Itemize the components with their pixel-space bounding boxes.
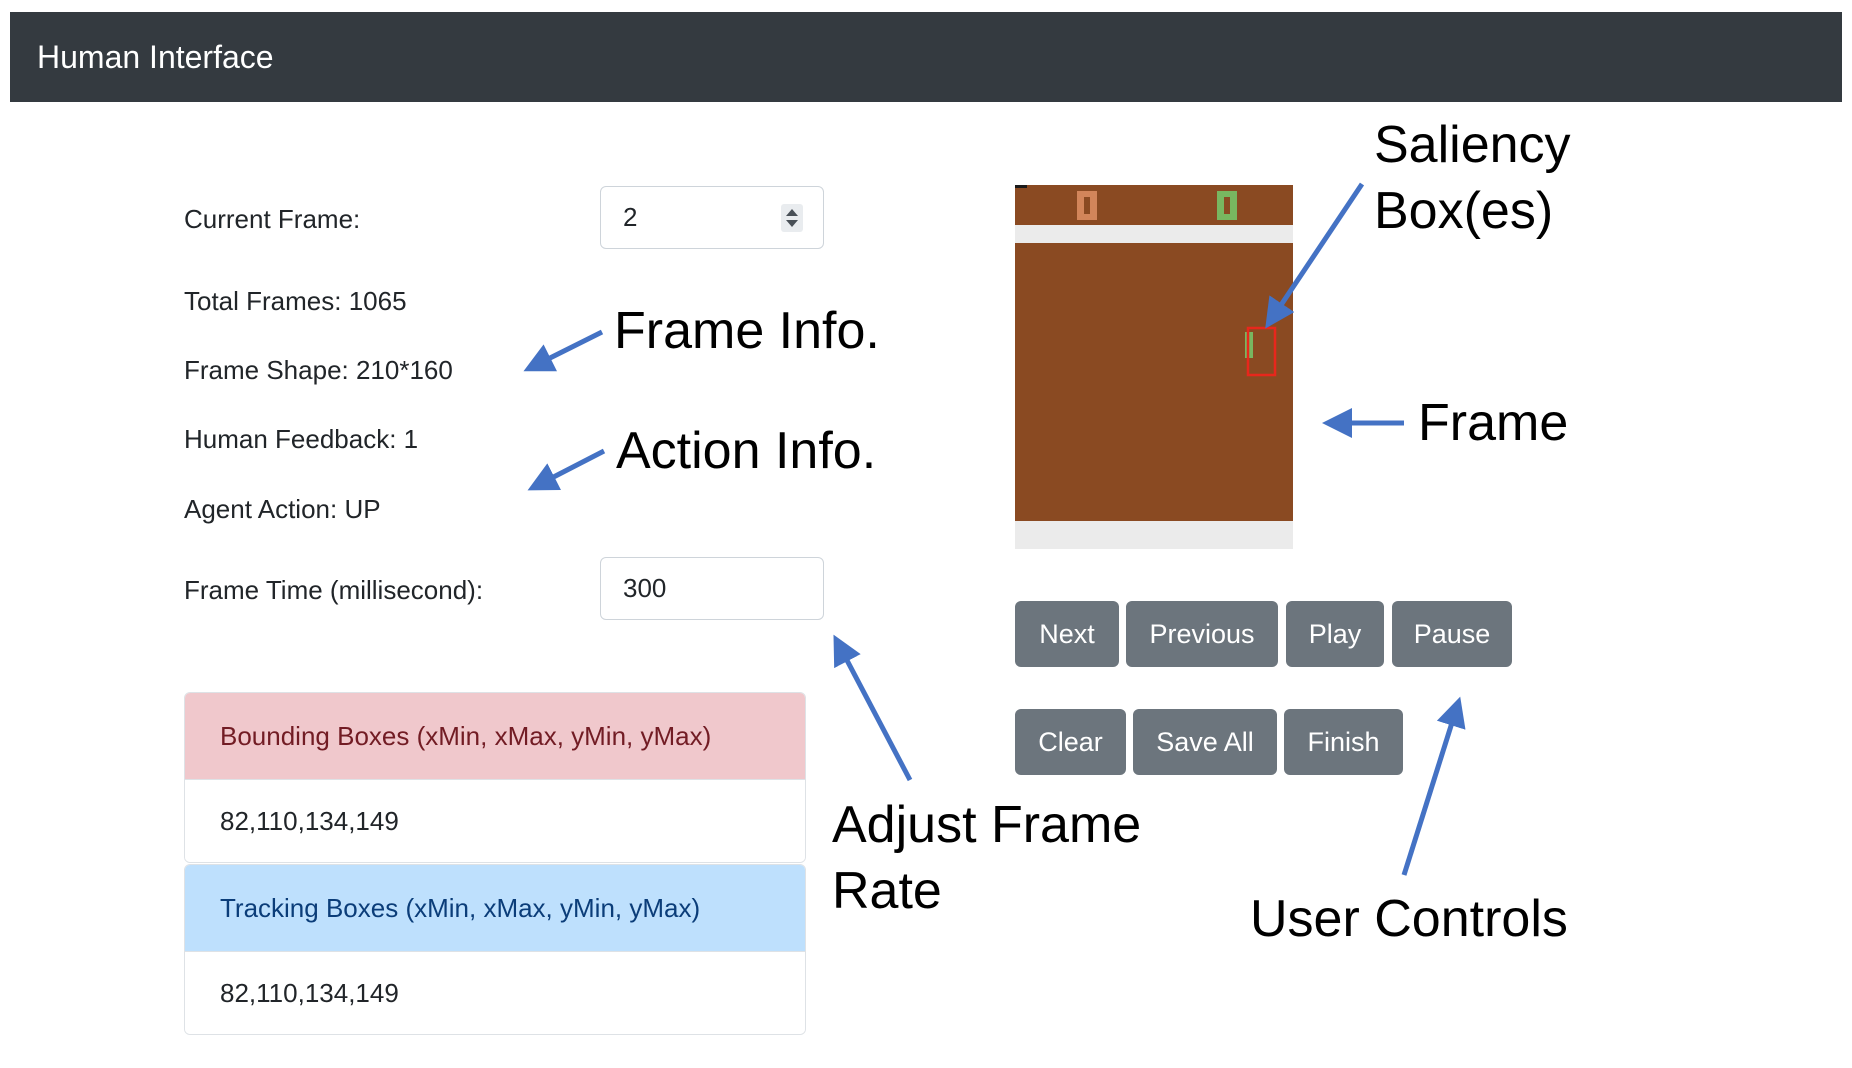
saliency-box bbox=[1246, 326, 1277, 377]
frame-annotation: Frame bbox=[1418, 394, 1569, 452]
save-all-button[interactable]: Save All bbox=[1133, 709, 1277, 775]
frame-info-arrow bbox=[523, 329, 604, 372]
finish-button[interactable]: Finish bbox=[1284, 709, 1403, 775]
agent-action-text: Agent Action: UP bbox=[184, 494, 381, 524]
adjust-frame-rate-arrow bbox=[833, 634, 913, 782]
game-frame bbox=[1015, 185, 1293, 549]
current-frame-label: Current Frame: bbox=[184, 204, 361, 234]
action-info-arrow bbox=[527, 448, 606, 491]
bounding-boxes-value: 82,110,134,149 bbox=[185, 780, 805, 862]
bounding-boxes-card: Bounding Boxes (xMin, xMax, yMin, yMax) … bbox=[184, 692, 806, 863]
adjust-frame-rate-annotation-line1: Adjust Frame bbox=[832, 796, 1142, 854]
current-frame-value: 2 bbox=[623, 202, 638, 232]
clear-button[interactable]: Clear bbox=[1015, 709, 1126, 775]
frame-info-annotation: Frame Info. bbox=[614, 302, 880, 360]
adjust-frame-rate-annotation-line2: Rate bbox=[832, 862, 942, 920]
human-feedback-text: Human Feedback: 1 bbox=[184, 424, 419, 454]
previous-button[interactable]: Previous bbox=[1126, 601, 1278, 667]
saliency-annotation-line2: Box(es) bbox=[1374, 182, 1554, 240]
frame-time-value: 300 bbox=[623, 573, 667, 603]
game-frame-image bbox=[1015, 185, 1293, 549]
user-controls-annotation: User Controls bbox=[1250, 890, 1568, 948]
app-title[interactable]: Human Interface bbox=[37, 39, 274, 75]
tracking-boxes-card: Tracking Boxes (xMin, xMax, yMin, yMax) … bbox=[184, 864, 806, 1035]
pause-button[interactable]: Pause bbox=[1392, 601, 1512, 667]
total-frames-text: Total Frames: 1065 bbox=[184, 286, 407, 316]
up-down-spinner-icon[interactable] bbox=[781, 204, 803, 232]
user-controls-arrow bbox=[1401, 696, 1466, 876]
saliency-annotation-line1: Saliency bbox=[1374, 116, 1571, 174]
navbar: Human Interface bbox=[10, 12, 1842, 102]
frame-time-label: Frame Time (millisecond): bbox=[184, 575, 484, 605]
action-info-annotation: Action Info. bbox=[616, 422, 877, 480]
frame-time-input[interactable]: 300 bbox=[600, 557, 824, 620]
current-frame-input[interactable]: 2 bbox=[600, 186, 824, 249]
play-button[interactable]: Play bbox=[1286, 601, 1384, 667]
tracking-boxes-header: Tracking Boxes (xMin, xMax, yMin, yMax) bbox=[185, 865, 805, 952]
bounding-boxes-header: Bounding Boxes (xMin, xMax, yMin, yMax) bbox=[185, 693, 805, 780]
saliency-arrow bbox=[1265, 182, 1365, 329]
next-button[interactable]: Next bbox=[1015, 601, 1119, 667]
frame-shape-text: Frame Shape: 210*160 bbox=[184, 355, 453, 385]
tracking-boxes-value: 82,110,134,149 bbox=[185, 952, 805, 1034]
